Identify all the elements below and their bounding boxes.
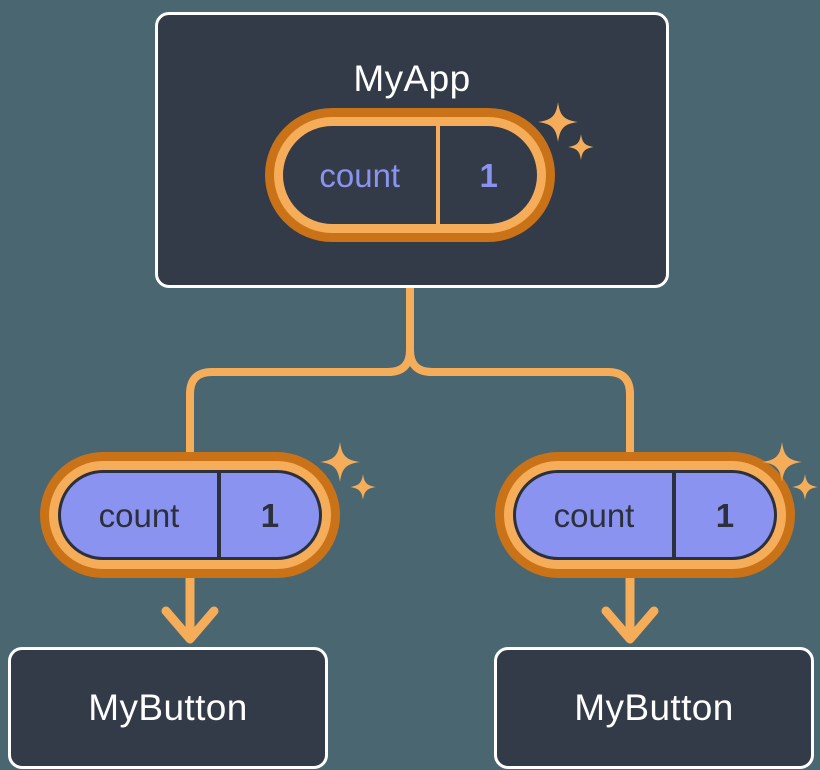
- component-box-mybutton-left[interactable]: MyButton: [8, 647, 328, 769]
- page-title: MyApp: [353, 58, 471, 99]
- component-box-mybutton-right[interactable]: MyButton: [494, 647, 814, 769]
- connector-right-branch: [406, 284, 634, 564]
- component-label: MyButton: [574, 687, 734, 728]
- state-pill-body: count 1: [58, 470, 322, 560]
- state-pill-body: count 1: [513, 470, 777, 560]
- state-value-label: 1: [479, 156, 498, 194]
- state-key-label: count: [516, 473, 676, 557]
- state-pill-consumer-left[interactable]: count 1: [40, 452, 340, 578]
- state-value-label: 1: [260, 496, 280, 534]
- arrow-head-left: [161, 606, 219, 644]
- state-pill-body: count 1: [283, 126, 537, 224]
- state-pill-root[interactable]: count 1: [265, 108, 555, 242]
- state-value-label: 1: [715, 496, 735, 534]
- state-pill-ring-inner: count 1: [274, 117, 546, 233]
- arrow-head-right: [601, 606, 659, 644]
- state-key-label: count: [61, 473, 221, 557]
- state-pill-consumer-right[interactable]: count 1: [495, 452, 795, 578]
- state-pill-ring-inner: count 1: [49, 461, 331, 569]
- state-key-label: count: [283, 126, 441, 224]
- state-pill-ring-inner: count 1: [504, 461, 786, 569]
- component-label: MyButton: [88, 687, 248, 728]
